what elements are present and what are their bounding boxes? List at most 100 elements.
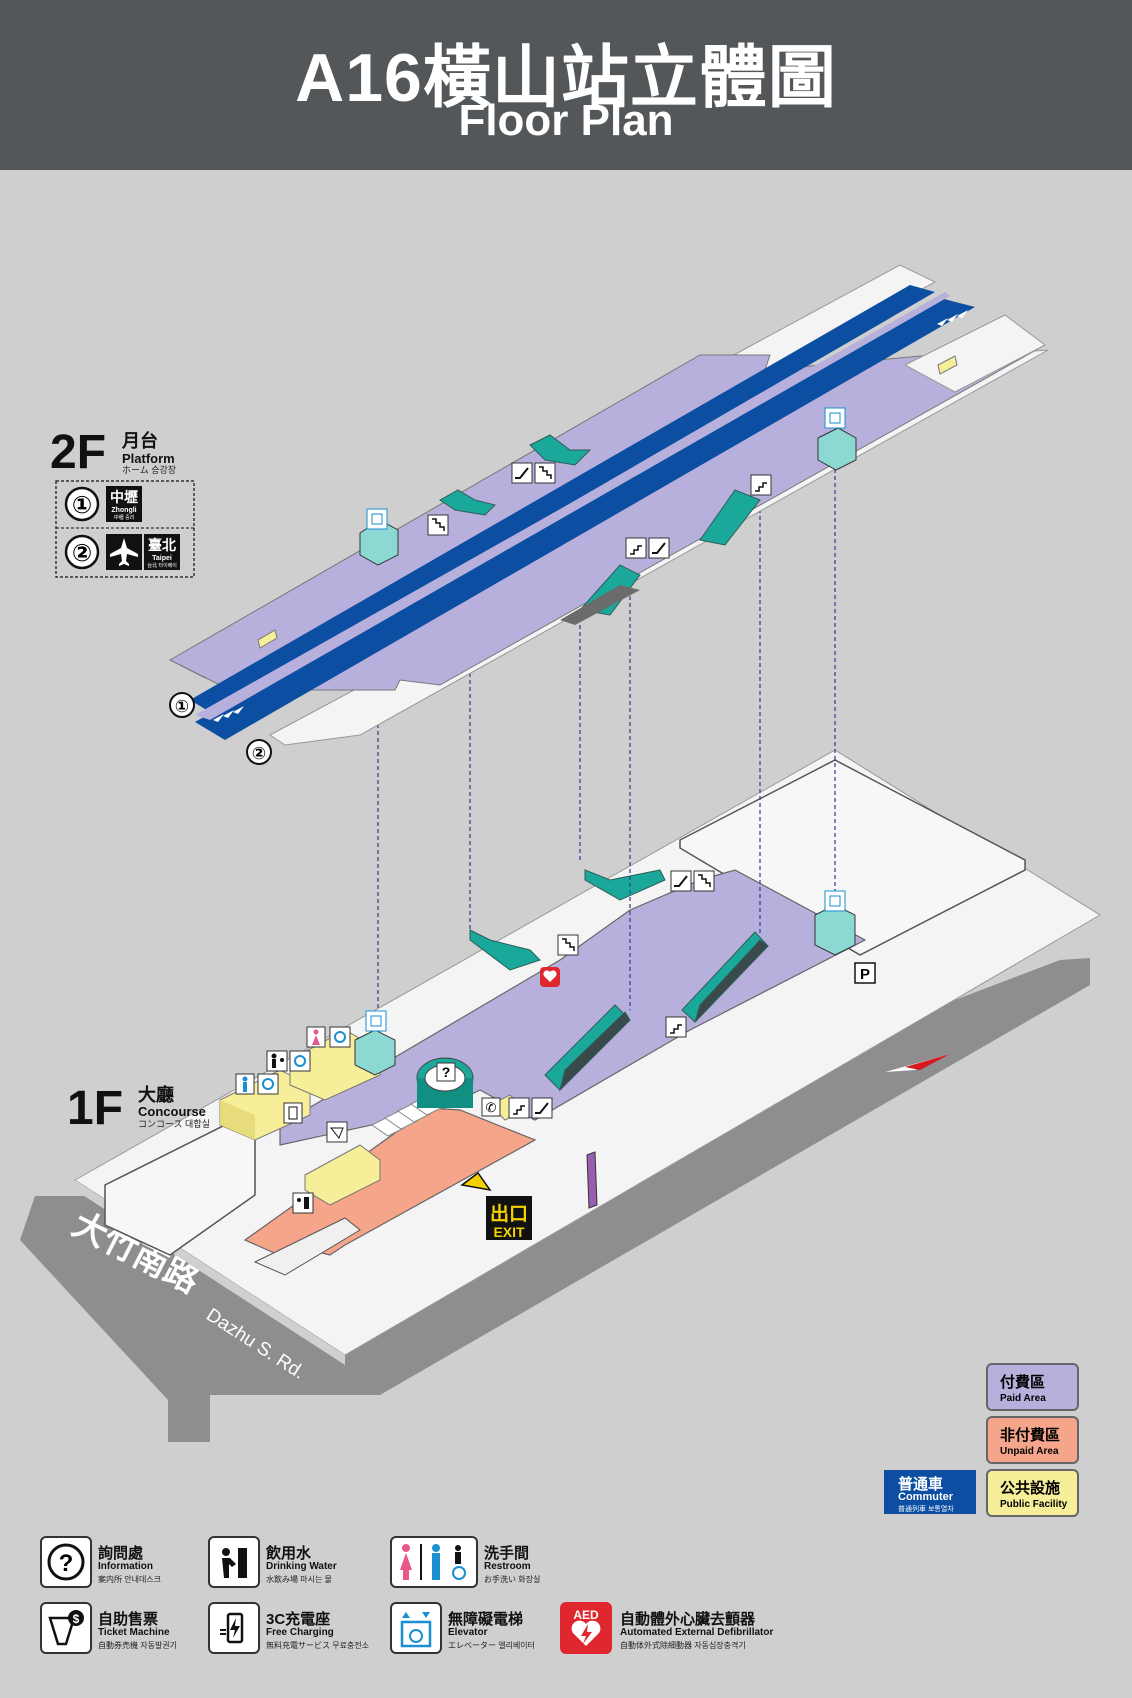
commuter-badge: 普通車 Commuter 普通列車 보통열차 — [884, 1470, 976, 1514]
platform-floor — [168, 264, 1049, 746]
legend-ticket-machine-zh: 自助售票 — [98, 1611, 159, 1628]
exit-arrow-icon — [460, 1171, 492, 1192]
commuter-zh: 普通車 — [898, 1476, 944, 1493]
legend-charging-en: Free Charging — [266, 1627, 334, 1638]
key-paid-en: Paid Area — [1000, 1393, 1046, 1404]
track-2-num: ② — [72, 540, 92, 567]
stairs-icon — [508, 1097, 530, 1119]
legend-charging-sub: 無料充電サービス 무료충전소 — [266, 1641, 370, 1650]
accessible-icon — [257, 1073, 279, 1095]
track-2-dest-zh: 臺北 — [148, 537, 176, 553]
svg-text:?: ? — [59, 1550, 74, 1577]
legend-ticket-machine-sub: 自動券売機 자동발권기 — [98, 1641, 178, 1650]
elevator-icon — [366, 508, 388, 530]
track-num-2: ② — [252, 744, 266, 763]
escalator-icon — [531, 1097, 553, 1119]
parking-label: P — [860, 966, 870, 983]
escalator-icon — [670, 870, 692, 892]
restroom-icon — [390, 1536, 478, 1588]
legend-information-en: Information — [98, 1561, 153, 1572]
track-marker-2: ② — [246, 739, 272, 765]
elevator-icon — [824, 407, 846, 429]
track-1-dest-en: Zhongli — [111, 507, 136, 514]
escalators-1f — [544, 931, 769, 1092]
track-2-dest-en: Taipei — [152, 555, 172, 562]
stairs-icon — [665, 1016, 687, 1038]
key-paid-area: 付費區 Paid Area — [986, 1363, 1079, 1411]
elevator-icon — [390, 1602, 442, 1654]
page-subtitle: Floor Plan — [458, 96, 674, 145]
information-icon: ? — [40, 1536, 92, 1588]
pillar — [586, 1151, 598, 1209]
stairs-icon — [557, 934, 579, 956]
ticket-machine-icon: $ — [40, 1602, 92, 1654]
key-paid-zh: 付費區 — [1000, 1374, 1046, 1391]
parking-icon: P — [854, 962, 876, 984]
accessible-icon — [329, 1026, 351, 1048]
floor-en-2f: Platform — [122, 451, 175, 466]
legend-elevator-en: Elevator — [448, 1627, 488, 1638]
exit-sign: 出口 EXIT — [486, 1196, 532, 1240]
stairs-icon — [427, 514, 449, 536]
floor-sub-2f: ホーム 승강장 — [122, 465, 176, 475]
track-num-1: ① — [175, 697, 189, 716]
svg-text:$: $ — [73, 1612, 80, 1626]
legend-aed-zh: 自動體外心臟去顫器 — [620, 1611, 756, 1628]
legend-restroom-sub: お手洗い 화장실 — [484, 1575, 541, 1584]
legend-information-sub: 案内所 안내데스크 — [98, 1575, 162, 1584]
elevator-1f — [354, 904, 856, 1076]
direction-arrow-icon — [905, 1054, 950, 1070]
key-unpaid-en: Unpaid Area — [1000, 1446, 1059, 1457]
track-1-num: ① — [72, 492, 92, 519]
floor-level-2f: 2F — [50, 426, 106, 479]
track-2-destination: ② 臺北 Taipei 台北 타이베이 — [64, 534, 180, 570]
stairs-1f — [469, 869, 666, 971]
elevator-icon — [824, 890, 846, 912]
concourse-floor — [74, 749, 1101, 1365]
track-2-dest-sub: 台北 타이베이 — [147, 562, 177, 569]
accessible-icon — [289, 1050, 311, 1072]
legend-drinking-water-sub: 水飲み場 마시는 물 — [266, 1575, 332, 1584]
floor-zh-2f: 月台 — [121, 430, 158, 451]
charging-icon — [208, 1602, 260, 1654]
key-public-facility: 公共設施 Public Facility — [986, 1469, 1079, 1517]
ticket-machine-icon — [326, 1121, 348, 1143]
drinking-water-icon — [208, 1536, 260, 1588]
key-public-zh: 公共設施 — [1000, 1480, 1061, 1497]
legend-drinking-water-en: Drinking Water — [266, 1561, 337, 1572]
escalator-icon — [648, 537, 670, 559]
legend-drinking-water-zh: 飲用水 — [266, 1545, 312, 1562]
information-icon: ? — [436, 1062, 456, 1082]
elevator-icon — [365, 1010, 387, 1032]
charging-icon — [283, 1102, 303, 1124]
commuter-sub: 普通列車 보통열차 — [898, 1506, 954, 1513]
legend-elevator-zh: 無障礙電梯 — [448, 1611, 524, 1628]
stairs-icon — [693, 870, 715, 892]
track-marker-1: ① — [169, 692, 195, 718]
commuter-en: Commuter — [898, 1491, 954, 1503]
svg-text:✆: ✆ — [486, 1100, 497, 1115]
legend-charging-zh: 3C充電座 — [266, 1611, 331, 1628]
floor-label-1f: 1F 大廳 Concourse コンコース 대합실 — [67, 1082, 210, 1135]
drinking-water-icon — [292, 1192, 314, 1214]
track-1-destination: ① 中壢 Zhongli 中壢 중리 — [64, 486, 142, 522]
map-icons: ? ✆ P — [235, 407, 876, 1214]
key-unpaid-zh: 非付費區 — [1000, 1427, 1061, 1444]
aed-icon — [540, 967, 560, 987]
restroom-male-icon — [235, 1073, 255, 1095]
legend-restroom-en: Restroom — [484, 1561, 531, 1572]
escalator-icon — [511, 462, 533, 484]
exit-label-en: EXIT — [493, 1224, 525, 1240]
stairs-icon — [750, 474, 772, 496]
track-1-dest-zh: 中壢 — [110, 489, 138, 505]
telephone-icon: ✆ — [481, 1097, 501, 1117]
stairs-icon — [534, 462, 556, 484]
legend-elevator-sub: エレベーター 엘리베이터 — [448, 1641, 536, 1650]
legend-aed-en: Automated External Defibrillator — [620, 1627, 774, 1638]
floor-zh-1f: 大廳 — [138, 1084, 174, 1105]
header: A16橫山站立體圖 Floor Plan — [0, 0, 1132, 170]
legend-restroom-zh: 洗手間 — [484, 1545, 530, 1562]
page-title: A16橫山站立體圖 — [295, 40, 837, 116]
floor-sub-1f: コンコース 대합실 — [138, 1119, 210, 1129]
aed-icon: AED — [560, 1602, 612, 1654]
